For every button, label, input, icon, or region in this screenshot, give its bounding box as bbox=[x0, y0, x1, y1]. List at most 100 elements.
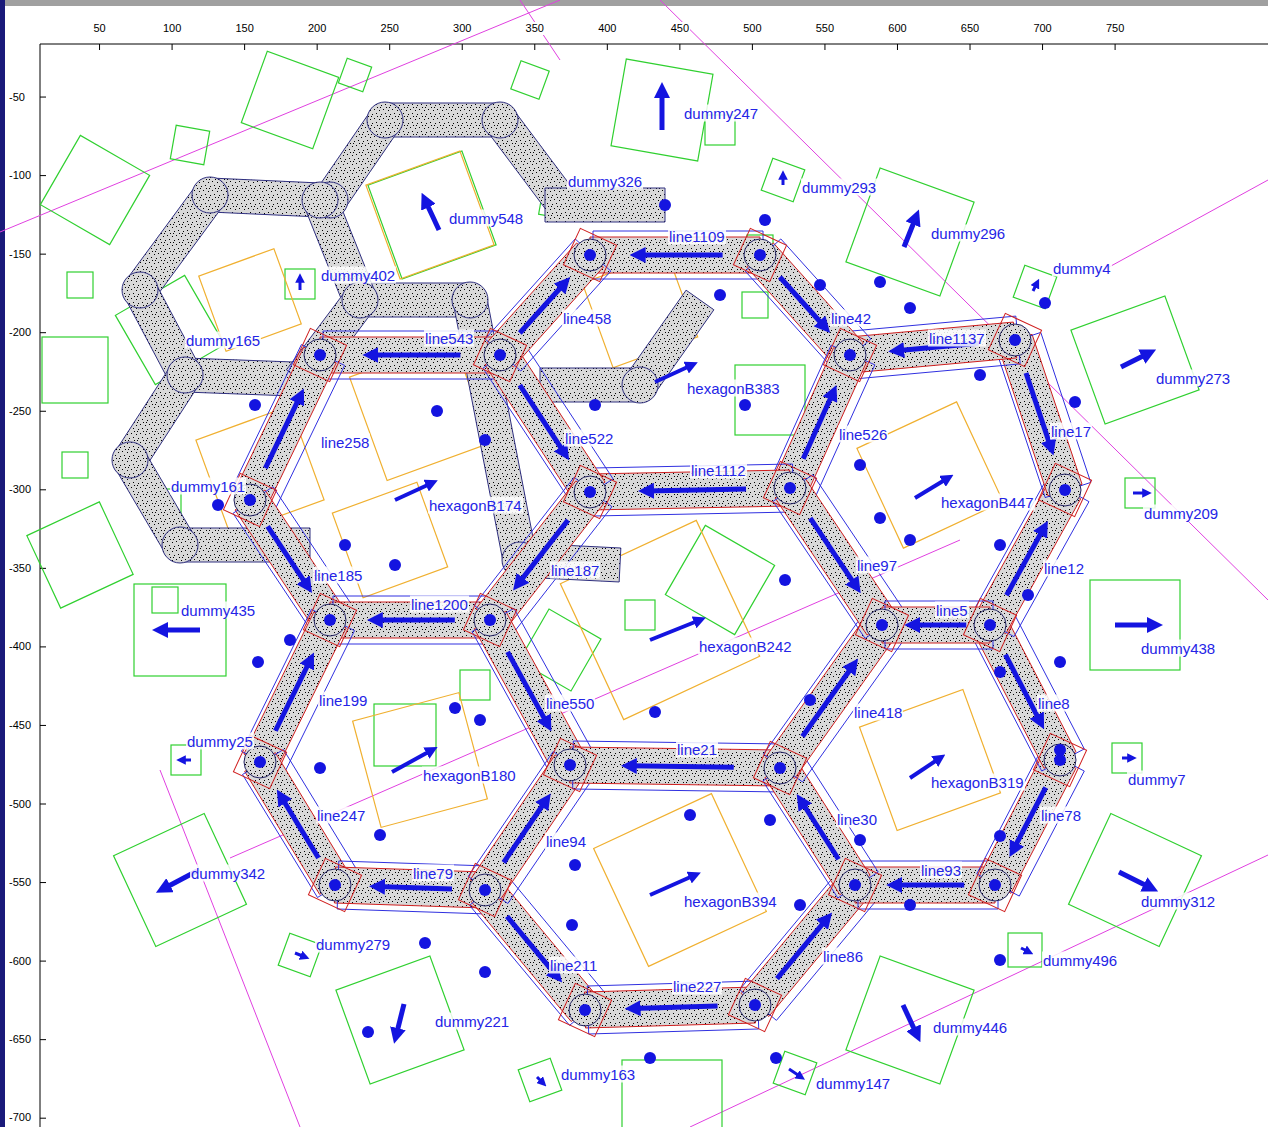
axis-tick-label: 750 bbox=[1105, 22, 1125, 35]
object-label: hexagonB447 bbox=[940, 494, 1035, 511]
object-label: line97 bbox=[856, 557, 898, 574]
axis-tick-label: -300 bbox=[8, 483, 32, 496]
axis-tick-label: -650 bbox=[8, 1033, 32, 1046]
object-label: line187 bbox=[550, 562, 600, 579]
axis-tick-label: -700 bbox=[8, 1111, 32, 1124]
object-label: dummy435 bbox=[180, 602, 256, 619]
object-label: dummy496 bbox=[1042, 952, 1118, 969]
axis-tick-label: -500 bbox=[8, 798, 32, 811]
axis-tick-label: -600 bbox=[8, 955, 32, 968]
object-label: line5 bbox=[935, 602, 969, 619]
object-label: line86 bbox=[822, 948, 864, 965]
secondary-bands bbox=[112, 102, 714, 582]
axis-tick-label: -200 bbox=[8, 326, 32, 339]
object-label: line199 bbox=[318, 692, 368, 709]
orange-squares bbox=[196, 151, 1003, 966]
left-bar bbox=[0, 0, 5, 1127]
object-label: dummy247 bbox=[683, 105, 759, 122]
guide-line bbox=[660, 0, 1268, 600]
object-label: line211 bbox=[549, 957, 598, 974]
axis-tick-label: -350 bbox=[8, 562, 32, 575]
object-label: line17 bbox=[1050, 423, 1092, 440]
object-label: line12 bbox=[1043, 560, 1085, 577]
object-label: line1200 bbox=[410, 596, 469, 613]
axis-tick-label: 450 bbox=[670, 22, 690, 35]
object-label: dummy4 bbox=[1052, 260, 1112, 277]
axis-tick-label: 350 bbox=[525, 22, 545, 35]
object-label: line258 bbox=[320, 434, 370, 451]
object-label: hexagonB174 bbox=[428, 497, 523, 514]
object-label: line227 bbox=[672, 978, 722, 995]
object-label: dummy209 bbox=[1143, 505, 1219, 522]
object-label: dummy293 bbox=[801, 179, 877, 196]
object-label: dummy163 bbox=[560, 1066, 636, 1083]
axis-tick-label: 300 bbox=[452, 22, 472, 35]
object-label: line8 bbox=[1037, 695, 1071, 712]
axis-tick-label: 550 bbox=[815, 22, 835, 35]
object-label: hexagonB319 bbox=[930, 774, 1025, 791]
object-label: dummy342 bbox=[190, 865, 266, 882]
axis-tick-label: 650 bbox=[960, 22, 980, 35]
object-label: line522 bbox=[564, 430, 614, 447]
object-label: dummy326 bbox=[567, 173, 643, 190]
object-label: dummy161 bbox=[170, 478, 246, 495]
object-label: dummy25 bbox=[186, 733, 254, 750]
object-label: line30 bbox=[836, 811, 878, 828]
flow-arrows bbox=[265, 255, 1051, 1009]
axis-tick-label: 400 bbox=[597, 22, 617, 35]
object-label: line21 bbox=[676, 741, 718, 758]
object-label: line1112 bbox=[690, 462, 747, 479]
object-label: line42 bbox=[830, 310, 872, 327]
axis-tick-label: -450 bbox=[8, 719, 32, 732]
object-label: hexagonB394 bbox=[683, 893, 778, 910]
axis-tick-label: 700 bbox=[1032, 22, 1052, 35]
guide-line bbox=[1100, 180, 1268, 272]
axis-tick-label: -250 bbox=[8, 405, 32, 418]
object-label: line543 bbox=[424, 330, 474, 347]
object-label: dummy402 bbox=[320, 267, 396, 284]
object-label: dummy273 bbox=[1155, 370, 1231, 387]
axis-tick-label: 50 bbox=[92, 22, 106, 35]
object-label: hexagonB242 bbox=[698, 638, 793, 655]
axis-tick-label: 600 bbox=[887, 22, 907, 35]
object-label: line458 bbox=[562, 310, 612, 327]
object-label: hexagonB180 bbox=[422, 767, 517, 784]
object-label: line93 bbox=[920, 862, 962, 879]
object-label: line78 bbox=[1040, 807, 1082, 824]
object-label: line550 bbox=[545, 695, 595, 712]
object-label: dummy296 bbox=[930, 225, 1006, 242]
sample-dots bbox=[212, 199, 1081, 1064]
axis-tick-label: -100 bbox=[8, 169, 32, 182]
object-label: dummy548 bbox=[448, 210, 524, 227]
axis-tick-label: 100 bbox=[162, 22, 182, 35]
object-label: line247 bbox=[316, 807, 366, 824]
object-label: dummy312 bbox=[1140, 893, 1216, 910]
object-label: dummy221 bbox=[434, 1013, 510, 1030]
object-label: dummy446 bbox=[932, 1019, 1008, 1036]
axis-tick-label: 200 bbox=[307, 22, 327, 35]
object-label: dummy7 bbox=[1127, 771, 1187, 788]
axis-tick-label: -150 bbox=[8, 248, 32, 261]
axis-tick-label: 250 bbox=[380, 22, 400, 35]
object-label: dummy147 bbox=[815, 1075, 891, 1092]
axis-tick-label: 150 bbox=[234, 22, 254, 35]
axis-tick-label: 500 bbox=[742, 22, 762, 35]
object-label: line1137 bbox=[928, 330, 986, 347]
object-label: hexagonB383 bbox=[686, 380, 781, 397]
object-label: line1109 bbox=[668, 228, 726, 245]
axis-tick-label: -50 bbox=[8, 91, 26, 104]
object-label: line185 bbox=[313, 567, 363, 584]
object-label: dummy165 bbox=[185, 332, 261, 349]
guide-line bbox=[520, 0, 560, 60]
object-label: dummy279 bbox=[315, 936, 391, 953]
object-label: line79 bbox=[412, 865, 454, 882]
object-label: line418 bbox=[853, 704, 903, 721]
axis-tick-label: -550 bbox=[8, 876, 32, 889]
object-label: dummy438 bbox=[1140, 640, 1216, 657]
top-bar bbox=[0, 0, 1268, 6]
honeycomb-bands bbox=[223, 228, 1091, 1036]
guide-line bbox=[0, 0, 560, 232]
axis-tick-label: -400 bbox=[8, 640, 32, 653]
dummy-squares bbox=[27, 51, 1202, 1127]
